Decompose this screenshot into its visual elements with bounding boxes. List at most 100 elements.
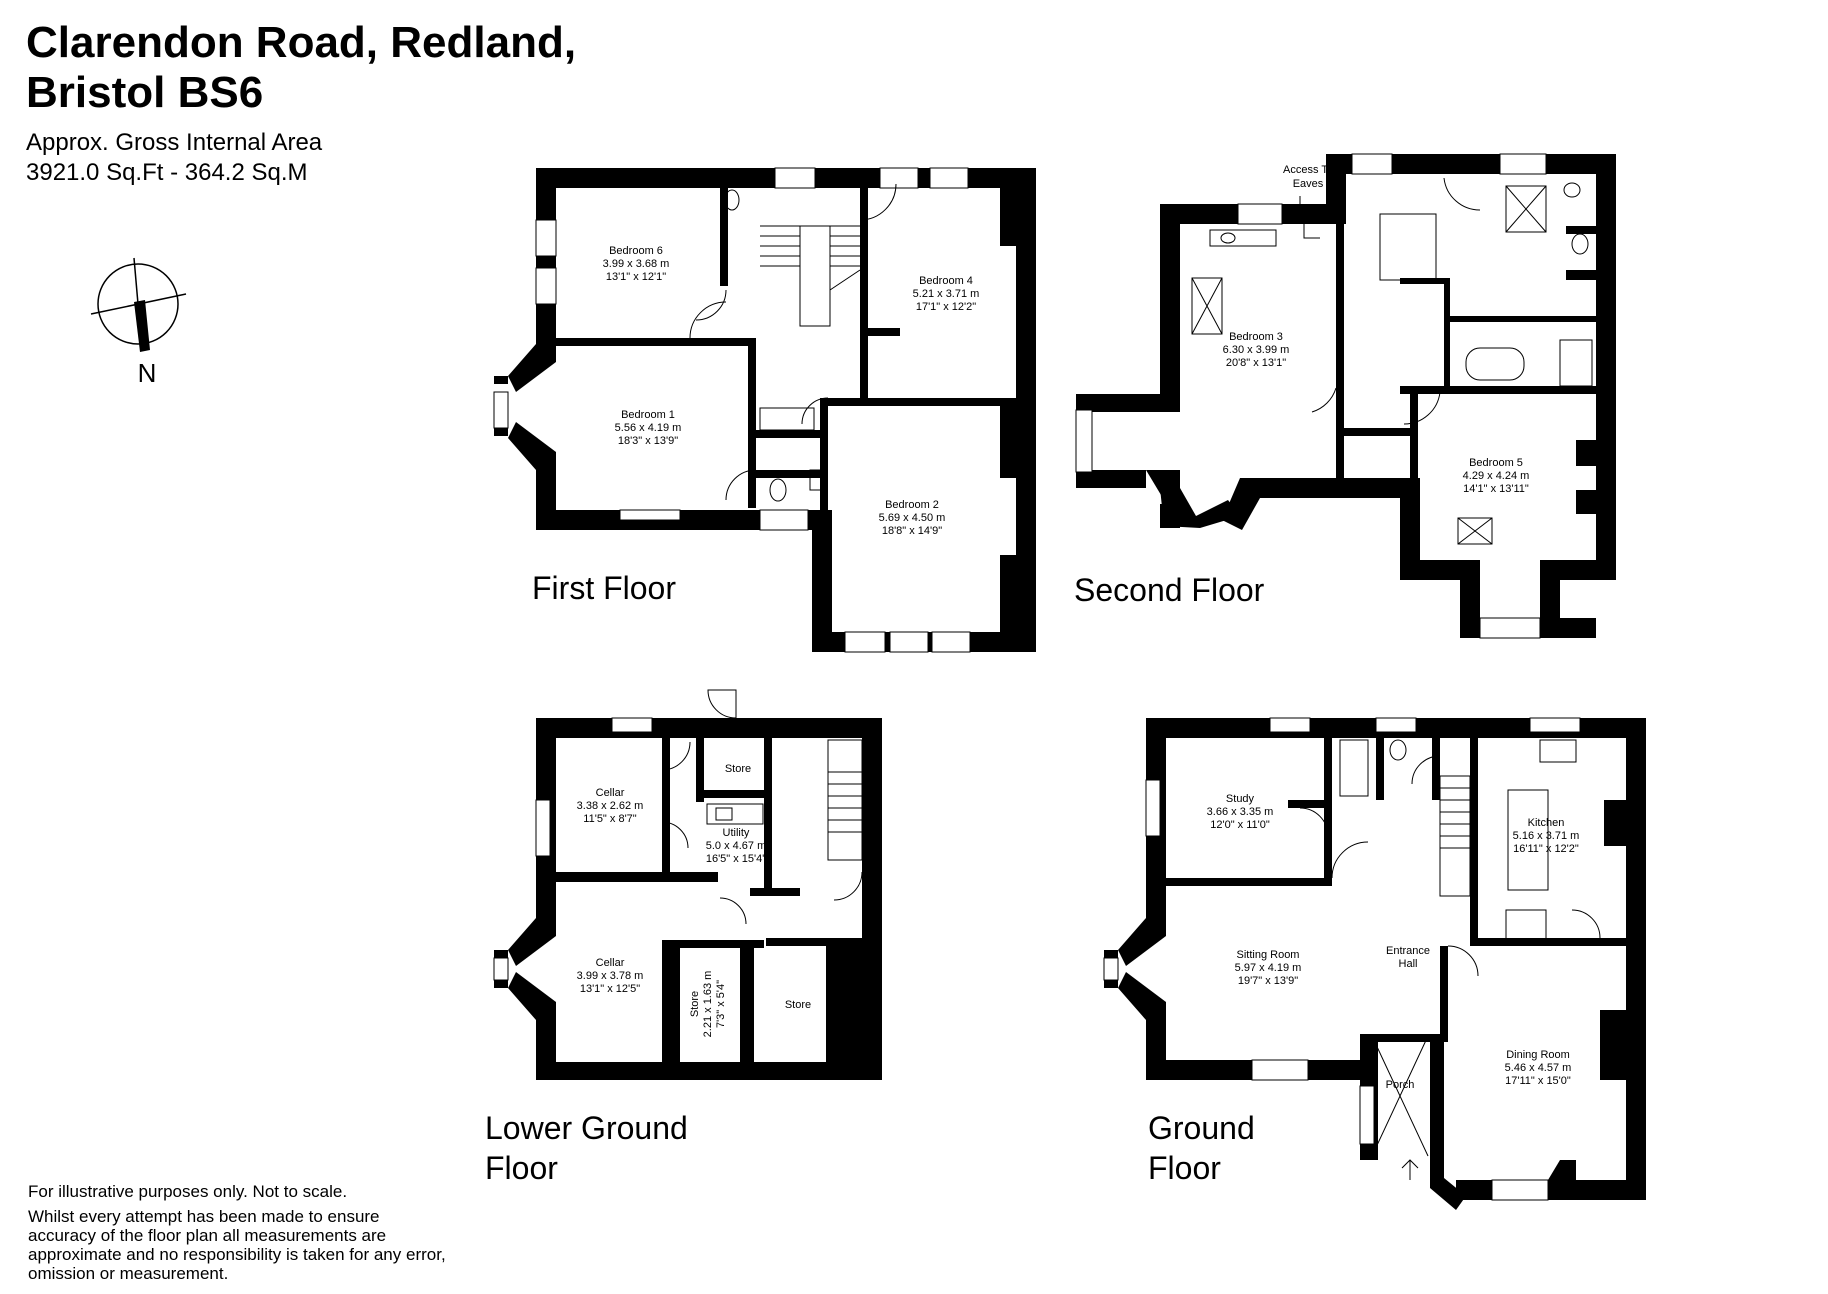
door-swing: [801, 397, 829, 425]
wall: [1160, 204, 1180, 394]
wall: [494, 950, 508, 958]
page-title: Clarendon Road, Redland, Bristol BS6: [26, 18, 576, 118]
lower-ground-fixtures: [661, 689, 863, 925]
window: [1237, 203, 1283, 225]
wall: [1626, 718, 1646, 1200]
staircase: [827, 739, 863, 861]
wall: [662, 940, 764, 948]
door-swing: [833, 871, 863, 901]
room-dimensions: 19'7" x 13'9": [1238, 975, 1298, 987]
hob-icon: [1505, 909, 1547, 941]
sink-unit: [1539, 739, 1577, 763]
window: [1529, 717, 1581, 733]
door-swing: [1403, 391, 1441, 425]
gross-area-value: 3921.0 Sq.Ft - 364.2 Sq.M: [26, 159, 308, 186]
toilet-icon: [1571, 233, 1589, 255]
wall: [536, 1062, 882, 1080]
wall: [662, 940, 680, 1070]
room-name: Bedroom 1: [621, 409, 675, 421]
door-swing: [707, 689, 737, 719]
window: [535, 267, 557, 305]
compass: N: [90, 257, 187, 388]
entrance-arrow-icon: [1401, 1159, 1419, 1180]
window: [1103, 957, 1119, 981]
wall: [820, 398, 1016, 406]
shower-icon: [1559, 339, 1593, 387]
toilet-icon: [724, 189, 740, 211]
window: [844, 631, 886, 653]
room-dimensions: 17'11" x 15'0": [1505, 1075, 1571, 1087]
room-dimensions: 5.16 x 3.71 m: [1513, 830, 1580, 842]
wall: [508, 422, 556, 470]
window: [774, 167, 816, 189]
wall: [1104, 950, 1118, 958]
window: [1269, 717, 1311, 733]
wall: [860, 328, 900, 336]
wall: [1372, 1034, 1448, 1042]
wall: [1440, 946, 1448, 1040]
room-name: Entrance: [1386, 945, 1430, 957]
wall: [556, 338, 756, 346]
room-name: Porch: [1386, 1079, 1415, 1091]
wall: [1326, 154, 1346, 204]
wall: [1076, 394, 1146, 412]
gross-area: Approx. Gross Internal Area 3921.0 Sq.Ft…: [26, 128, 322, 188]
wall: [1400, 386, 1596, 394]
wall: [508, 344, 556, 392]
window: [1359, 1085, 1375, 1145]
room-dimensions: 5.21 x 3.71 m: [913, 288, 980, 300]
wall: [536, 470, 556, 530]
wall: [1000, 188, 1016, 246]
door-swing: [1571, 909, 1601, 939]
window: [1145, 779, 1161, 837]
wall: [1430, 1040, 1444, 1160]
wall: [536, 510, 832, 530]
window: [619, 509, 681, 521]
door-swing: [695, 289, 727, 321]
door-swing: [661, 821, 689, 849]
window: [1075, 409, 1093, 473]
wall: [1548, 1180, 1646, 1200]
door-swing: [1447, 945, 1479, 977]
wall: [1478, 938, 1626, 946]
window: [535, 219, 557, 257]
skylight-icon: [1191, 277, 1223, 335]
room-name: Store: [785, 999, 811, 1011]
kitchen-island: [1507, 789, 1549, 891]
wall: [1400, 278, 1444, 284]
wall: [494, 980, 508, 988]
lower-ground-label-line-1: Lower Ground: [485, 1110, 688, 1146]
room-dimensions: 12'0" x 11'0": [1210, 819, 1270, 831]
wall: [1146, 1020, 1166, 1080]
ground-fixtures: [1299, 739, 1601, 1180]
wall: [860, 186, 868, 398]
basin-icon: [1563, 182, 1581, 198]
toilet-icon: [769, 478, 787, 502]
room-name: Kitchen: [1528, 817, 1565, 829]
wall: [1336, 428, 1416, 436]
wall: [1400, 478, 1420, 580]
disclaimer-line-1: For illustrative purposes only. Not to s…: [28, 1182, 348, 1201]
window: [879, 167, 919, 189]
wall: [1118, 972, 1166, 1020]
bathroom-fixtures: [689, 183, 897, 502]
wall: [1576, 440, 1596, 466]
compass-ring: [97, 263, 179, 345]
wall: [1166, 878, 1332, 886]
wall: [696, 736, 704, 802]
wall: [1604, 800, 1626, 846]
window: [1351, 153, 1393, 175]
wall: [556, 872, 718, 882]
wall: [750, 888, 800, 896]
basin-icon: [1220, 232, 1236, 244]
wall: [1596, 154, 1616, 570]
wall: [748, 338, 756, 508]
door-swing: [661, 741, 691, 771]
rotated-store-label: Store 2.21 x 1.63 m 7'3" x 5'4": [689, 971, 727, 1038]
second-floor-label: Second Floor: [1074, 572, 1265, 608]
room-dimensions: 14'1" x 13'11": [1463, 483, 1529, 495]
wall: [812, 510, 832, 652]
door-swing: [1443, 177, 1481, 211]
lower-ground-floor-plan: [493, 689, 882, 1080]
window: [759, 509, 809, 531]
